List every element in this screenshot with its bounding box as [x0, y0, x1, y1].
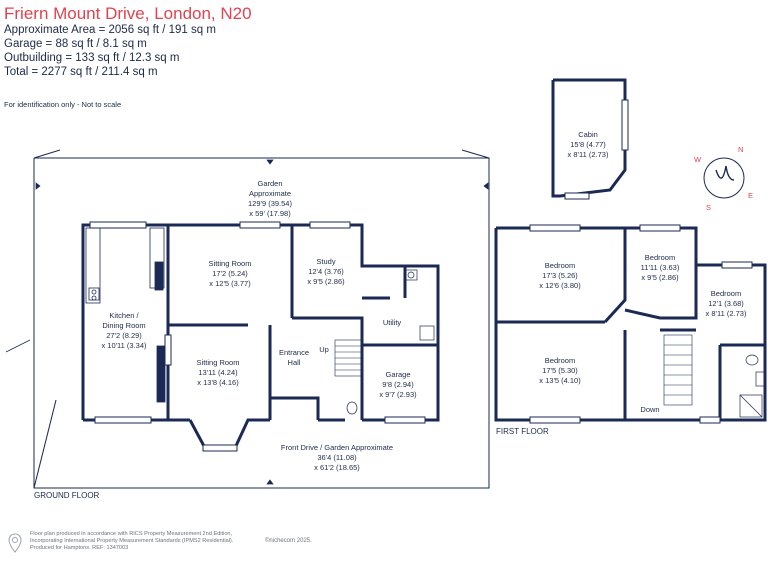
sitting-room-1-dim-2: x 12'5 (3.77) [209, 279, 251, 288]
ground-stairs [334, 339, 362, 377]
entrance-hall-label: Entrance [279, 348, 309, 357]
entrance-hall-label-2: Hall [288, 358, 301, 367]
garden-boundary [33, 149, 490, 489]
bedroom-2-dim-2: x 9'5 (2.86) [641, 273, 679, 282]
footer-line-2: Incorporating International Property Mea… [30, 538, 234, 544]
garage-dim-2: x 9'7 (2.93) [379, 390, 417, 399]
plan-title: Friern Mount Drive, London, N20 [4, 4, 252, 23]
kitchen-dim-2: x 10'11 (3.34) [101, 341, 147, 350]
bedroom-1-dim-2: x 12'6 (3.80) [539, 281, 581, 290]
footer-line-1: Floor plan produced in accordance with R… [30, 531, 233, 537]
bedroom-1-label: Bedroom [545, 261, 575, 270]
cabin-label: Cabin [578, 130, 598, 139]
bedroom-3-label: Bedroom [711, 289, 741, 298]
nichecom-brand: ©nichecom 2025. [265, 538, 312, 544]
bedroom-3-dim-1: 12'1 (3.68) [708, 299, 744, 308]
front-drive-dim-2: x 61'2 (18.65) [314, 463, 360, 472]
first-floor-label: FIRST FLOOR [496, 427, 549, 436]
bedroom-2-dim-1: 11'11 (3.63) [641, 263, 680, 272]
ground-floor-label: GROUND FLOOR [34, 491, 100, 500]
first-floor-windows [529, 224, 753, 424]
dimension-arrows [5, 159, 489, 485]
bedroom-4-dim-2: x 13'5 (4.10) [539, 376, 581, 385]
front-drive-dim-1: 36'4 (11.08) [317, 453, 357, 462]
garden-dim-2: x 59' (17.98) [249, 209, 291, 218]
study-label: Study [316, 257, 335, 266]
sitting-room-2-dim-2: x 13'8 (4.16) [197, 378, 239, 387]
compass-w: W [694, 155, 702, 164]
bathroom-fittings [739, 354, 765, 418]
area-line-approximate: Approximate Area = 2056 sq ft / 191 sq m [4, 24, 216, 36]
cabin-dim-2: x 8'11 (2.73) [568, 150, 609, 159]
utility-label: Utility [383, 318, 402, 327]
identification-note: For identification only - Not to scale [4, 100, 122, 109]
first-floor-walls [494, 226, 767, 422]
kitchen-dim-1: 27'2 (8.29) [106, 331, 142, 340]
bedroom-3-dim-2: x 8'11 (2.73) [706, 309, 747, 318]
bedroom-1-dim-1: 17'3 (5.26) [542, 271, 578, 280]
front-drive-label: Front Drive / Garden Approximate [281, 443, 393, 452]
compass-e: E [748, 191, 753, 200]
study-dim-1: 12'4 (3.76) [308, 267, 344, 276]
kitchen-units [85, 227, 166, 403]
cabin-dim-1: 15'8 (4.77) [570, 140, 606, 149]
area-line-outbuilding: Outbuilding = 133 sq ft / 12.3 sq m [4, 52, 180, 64]
kitchen-dining-label: Dining Room [102, 321, 145, 330]
first-floor-stairs [663, 334, 693, 406]
compass-s: S [706, 203, 711, 212]
rics-logo-icon [8, 533, 22, 553]
garage-label: Garage [385, 370, 410, 379]
area-line-total: Total = 2277 sq ft / 211.4 sq m [4, 66, 158, 78]
garden-label: Garden [257, 179, 282, 188]
garden-dim-1: 129'9 (39.54) [248, 199, 292, 208]
utility-fittings [346, 269, 435, 415]
cabin-walls [551, 78, 627, 198]
compass-n: N [738, 145, 743, 154]
sitting-room-2-dim-1: 13'11 (4.24) [198, 368, 238, 377]
footer-line-3: Produced for Hamptons. REF: 1347003 [30, 545, 129, 551]
garden-approx: Approximate [249, 189, 291, 198]
bedroom-4-label: Bedroom [545, 356, 575, 365]
windows [89, 221, 426, 452]
area-line-garage: Garage = 88 sq ft / 8.1 sq m [4, 38, 147, 50]
sitting-room-2-label: Sitting Room [197, 358, 240, 367]
compass-rose: N E S W [694, 145, 753, 212]
stairs-up-label: Up [319, 345, 329, 354]
garage-dim-1: 9'8 (2.94) [382, 380, 414, 389]
stairs-down-label: Down [640, 405, 659, 414]
sitting-room-1-dim-1: 17'2 (5.24) [212, 269, 248, 278]
kitchen-label: Kitchen / [109, 311, 139, 320]
bedroom-2-label: Bedroom [645, 253, 675, 262]
cabin-windows [564, 99, 629, 200]
sitting-room-1-label: Sitting Room [209, 259, 252, 268]
study-dim-2: x 9'5 (2.86) [307, 277, 345, 286]
bedroom-4-dim-1: 17'5 (5.30) [542, 366, 578, 375]
footer-disclaimer: Floor plan produced in accordance with R… [30, 531, 233, 552]
